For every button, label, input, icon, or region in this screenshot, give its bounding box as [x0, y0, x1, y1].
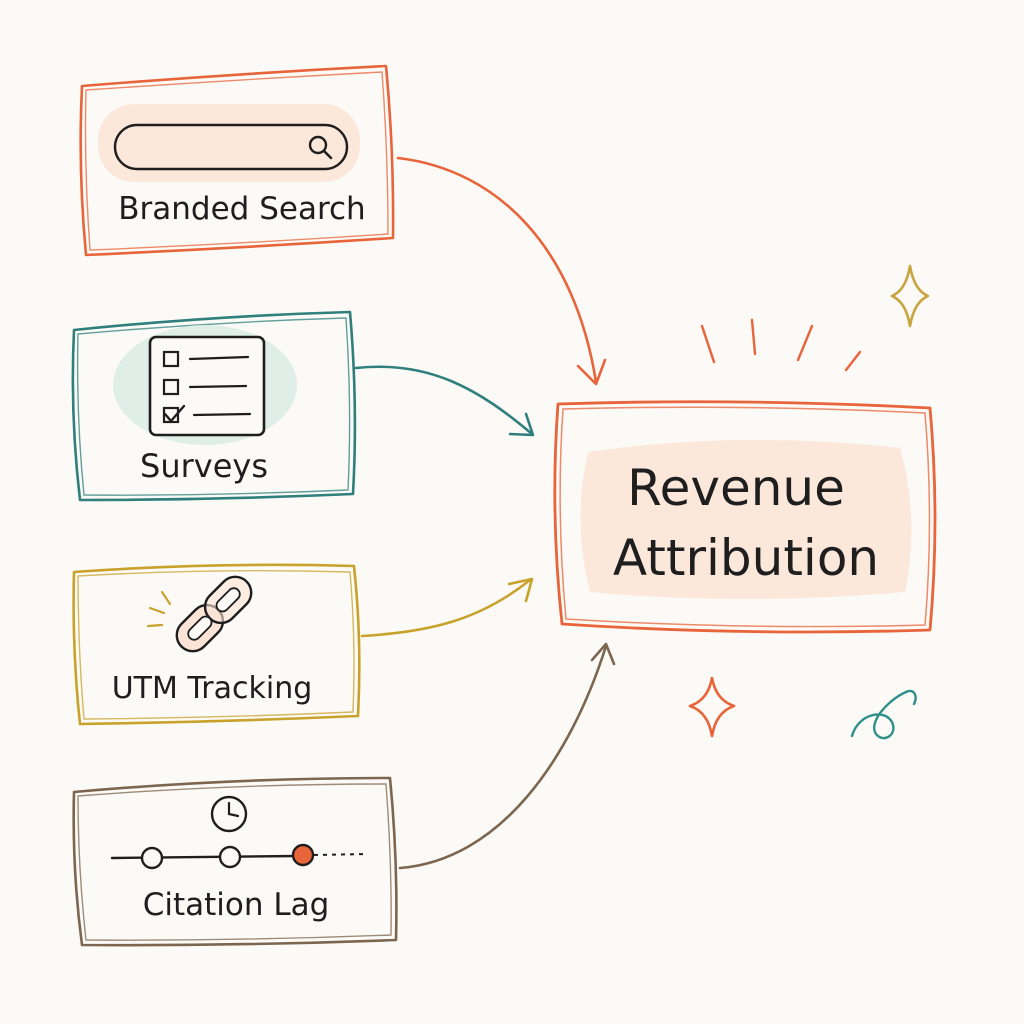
arrow-citation-lag-to-target: [398, 642, 616, 870]
arrow-surveys-to-target: [354, 365, 535, 437]
checklist-icon: [148, 335, 266, 437]
citation-lag-label: Citation Lag: [143, 887, 330, 923]
surveys-label: Surveys: [140, 447, 268, 485]
arrow-utm-tracking-to-target: [360, 577, 534, 638]
timeline-node-current: [291, 843, 315, 867]
chain-link-icon: [175, 575, 253, 653]
clock-icon: [210, 795, 248, 833]
target-title-line1: Revenue: [627, 459, 845, 517]
search-highlight-wash: [98, 104, 360, 182]
timeline-node-1: [140, 846, 164, 870]
branded-search-label: Branded Search: [118, 191, 365, 227]
search-bar-icon: [113, 123, 349, 171]
source-box-branded-search: Branded Search: [79, 64, 395, 257]
target-box-revenue-attribution: Revenue Attribution: [553, 400, 937, 634]
swirl-icon: [850, 689, 917, 740]
arrow-branded-search-to-target: [396, 156, 607, 386]
timeline-icon: [110, 843, 369, 870]
sparkle-icon: [890, 264, 930, 328]
target-title-line2: Attribution: [613, 529, 879, 587]
source-box-surveys: Surveys: [71, 310, 357, 502]
source-box-utm-tracking: UTM Tracking: [72, 563, 361, 726]
target-highlight-wash: [580, 439, 912, 599]
spark-lines-icon: [146, 590, 172, 628]
emphasis-rays: [700, 318, 862, 372]
utm-tracking-label: UTM Tracking: [112, 671, 313, 706]
sparkle-icon-orange: [688, 676, 736, 738]
timeline-node-2: [218, 845, 242, 869]
source-box-citation-lag: Citation Lag: [72, 776, 398, 947]
